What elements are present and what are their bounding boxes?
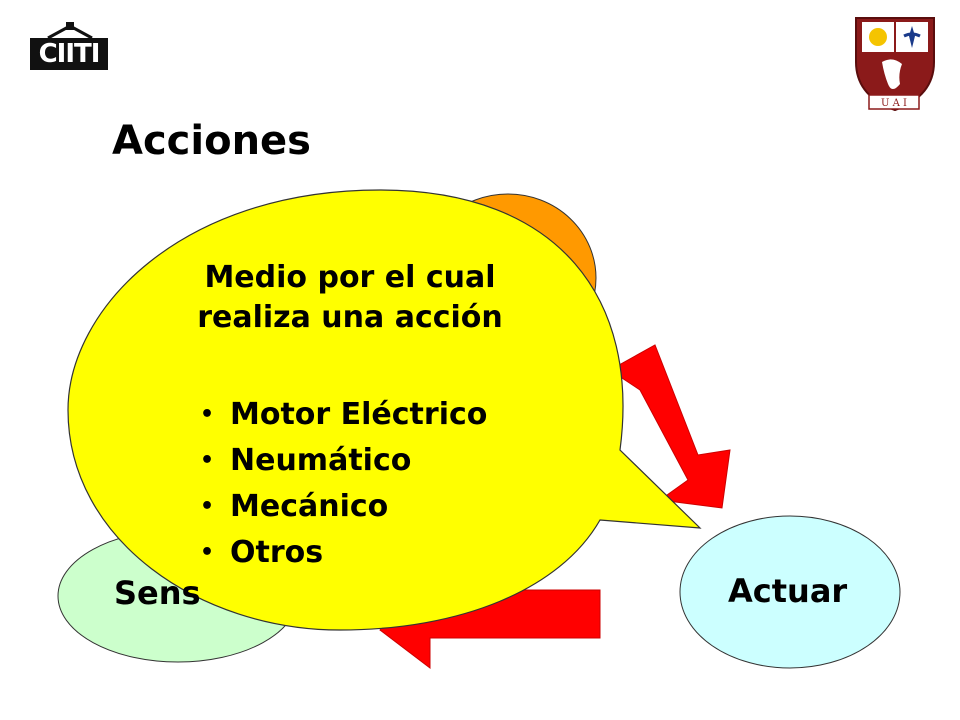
callout-heading-line: realiza una acción bbox=[197, 300, 503, 335]
callout-list: Motor Eléctrico Neumático Mecánico Otros bbox=[200, 392, 487, 576]
logo-text: CIITI bbox=[30, 38, 108, 70]
crest-ribbon: U A I bbox=[868, 94, 920, 110]
callout-heading-line: Medio por el cual bbox=[204, 260, 496, 295]
arrow-right bbox=[609, 344, 731, 509]
logo-mark-icon bbox=[47, 22, 93, 40]
university-crest-icon bbox=[855, 17, 935, 112]
list-item: Mecánico bbox=[200, 484, 487, 530]
act-label: Actuar bbox=[728, 572, 848, 610]
sense-label: Sens bbox=[114, 574, 201, 612]
list-item: Motor Eléctrico bbox=[200, 392, 487, 438]
list-item: Neumático bbox=[200, 438, 487, 484]
list-item: Otros bbox=[200, 530, 487, 576]
callout-heading: Medio por el cual realiza una acción bbox=[150, 258, 550, 338]
crest-ribbon-text: U A I bbox=[881, 98, 907, 109]
page-title: Acciones bbox=[112, 118, 311, 164]
ellipse-act bbox=[679, 515, 901, 669]
ciiti-logo: CIITI bbox=[30, 22, 108, 70]
